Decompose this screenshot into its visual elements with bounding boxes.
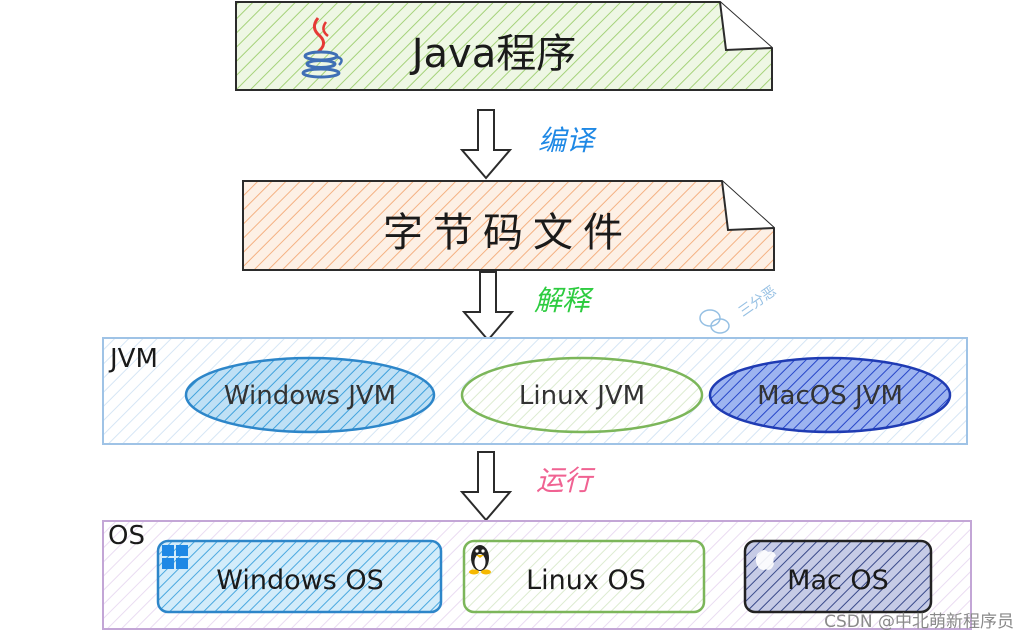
java-cup-icon	[301, 17, 343, 79]
interpret-arrow	[461, 271, 515, 342]
linux-penguin-icon	[469, 545, 491, 575]
jvm-macos: MacOS JVM	[708, 356, 952, 434]
os-group: OS Windows OS Linux OS	[102, 520, 972, 630]
jvm-windows: Windows JVM	[184, 356, 436, 434]
jvm-linux-label: Linux JVM	[519, 381, 645, 411]
csdn-credit: CSDN @中北萌新程序员	[824, 612, 1014, 632]
windows-logo-icon	[162, 545, 188, 569]
interpret-label: 解释	[534, 284, 594, 317]
os-windows-label: Windows OS	[216, 565, 384, 596]
os-linux: Linux OS	[462, 539, 706, 614]
os-mac-label: Mac OS	[787, 565, 889, 596]
wechat-icon	[699, 309, 730, 334]
jvm-linux: Linux JVM	[460, 356, 704, 434]
watermark: 三分恶	[699, 283, 780, 334]
run-label: 运行	[536, 464, 596, 497]
apple-logo-icon	[755, 550, 776, 570]
java-program-label: Java程序	[409, 31, 577, 77]
jvm-group-title: JVM	[108, 344, 158, 374]
bytecode-file-label: 字节码文件	[383, 210, 633, 256]
jvm-group: JVM Windows JVM Linux JVM MacOS JVM	[102, 337, 968, 445]
jvm-macos-label: MacOS JVM	[757, 381, 903, 411]
bytecode-file-box: 字节码文件	[242, 180, 775, 271]
jvm-windows-label: Windows JVM	[224, 381, 396, 411]
compile-arrow	[459, 109, 513, 180]
os-mac: Mac OS	[743, 539, 933, 614]
run-arrow	[459, 451, 513, 522]
watermark-text: 三分恶	[736, 283, 780, 320]
os-linux-label: Linux OS	[526, 565, 646, 596]
java-program-box: Java程序	[235, 1, 773, 91]
os-group-title: OS	[108, 521, 145, 551]
compile-label: 编译	[538, 124, 597, 157]
os-windows: Windows OS	[156, 539, 443, 614]
